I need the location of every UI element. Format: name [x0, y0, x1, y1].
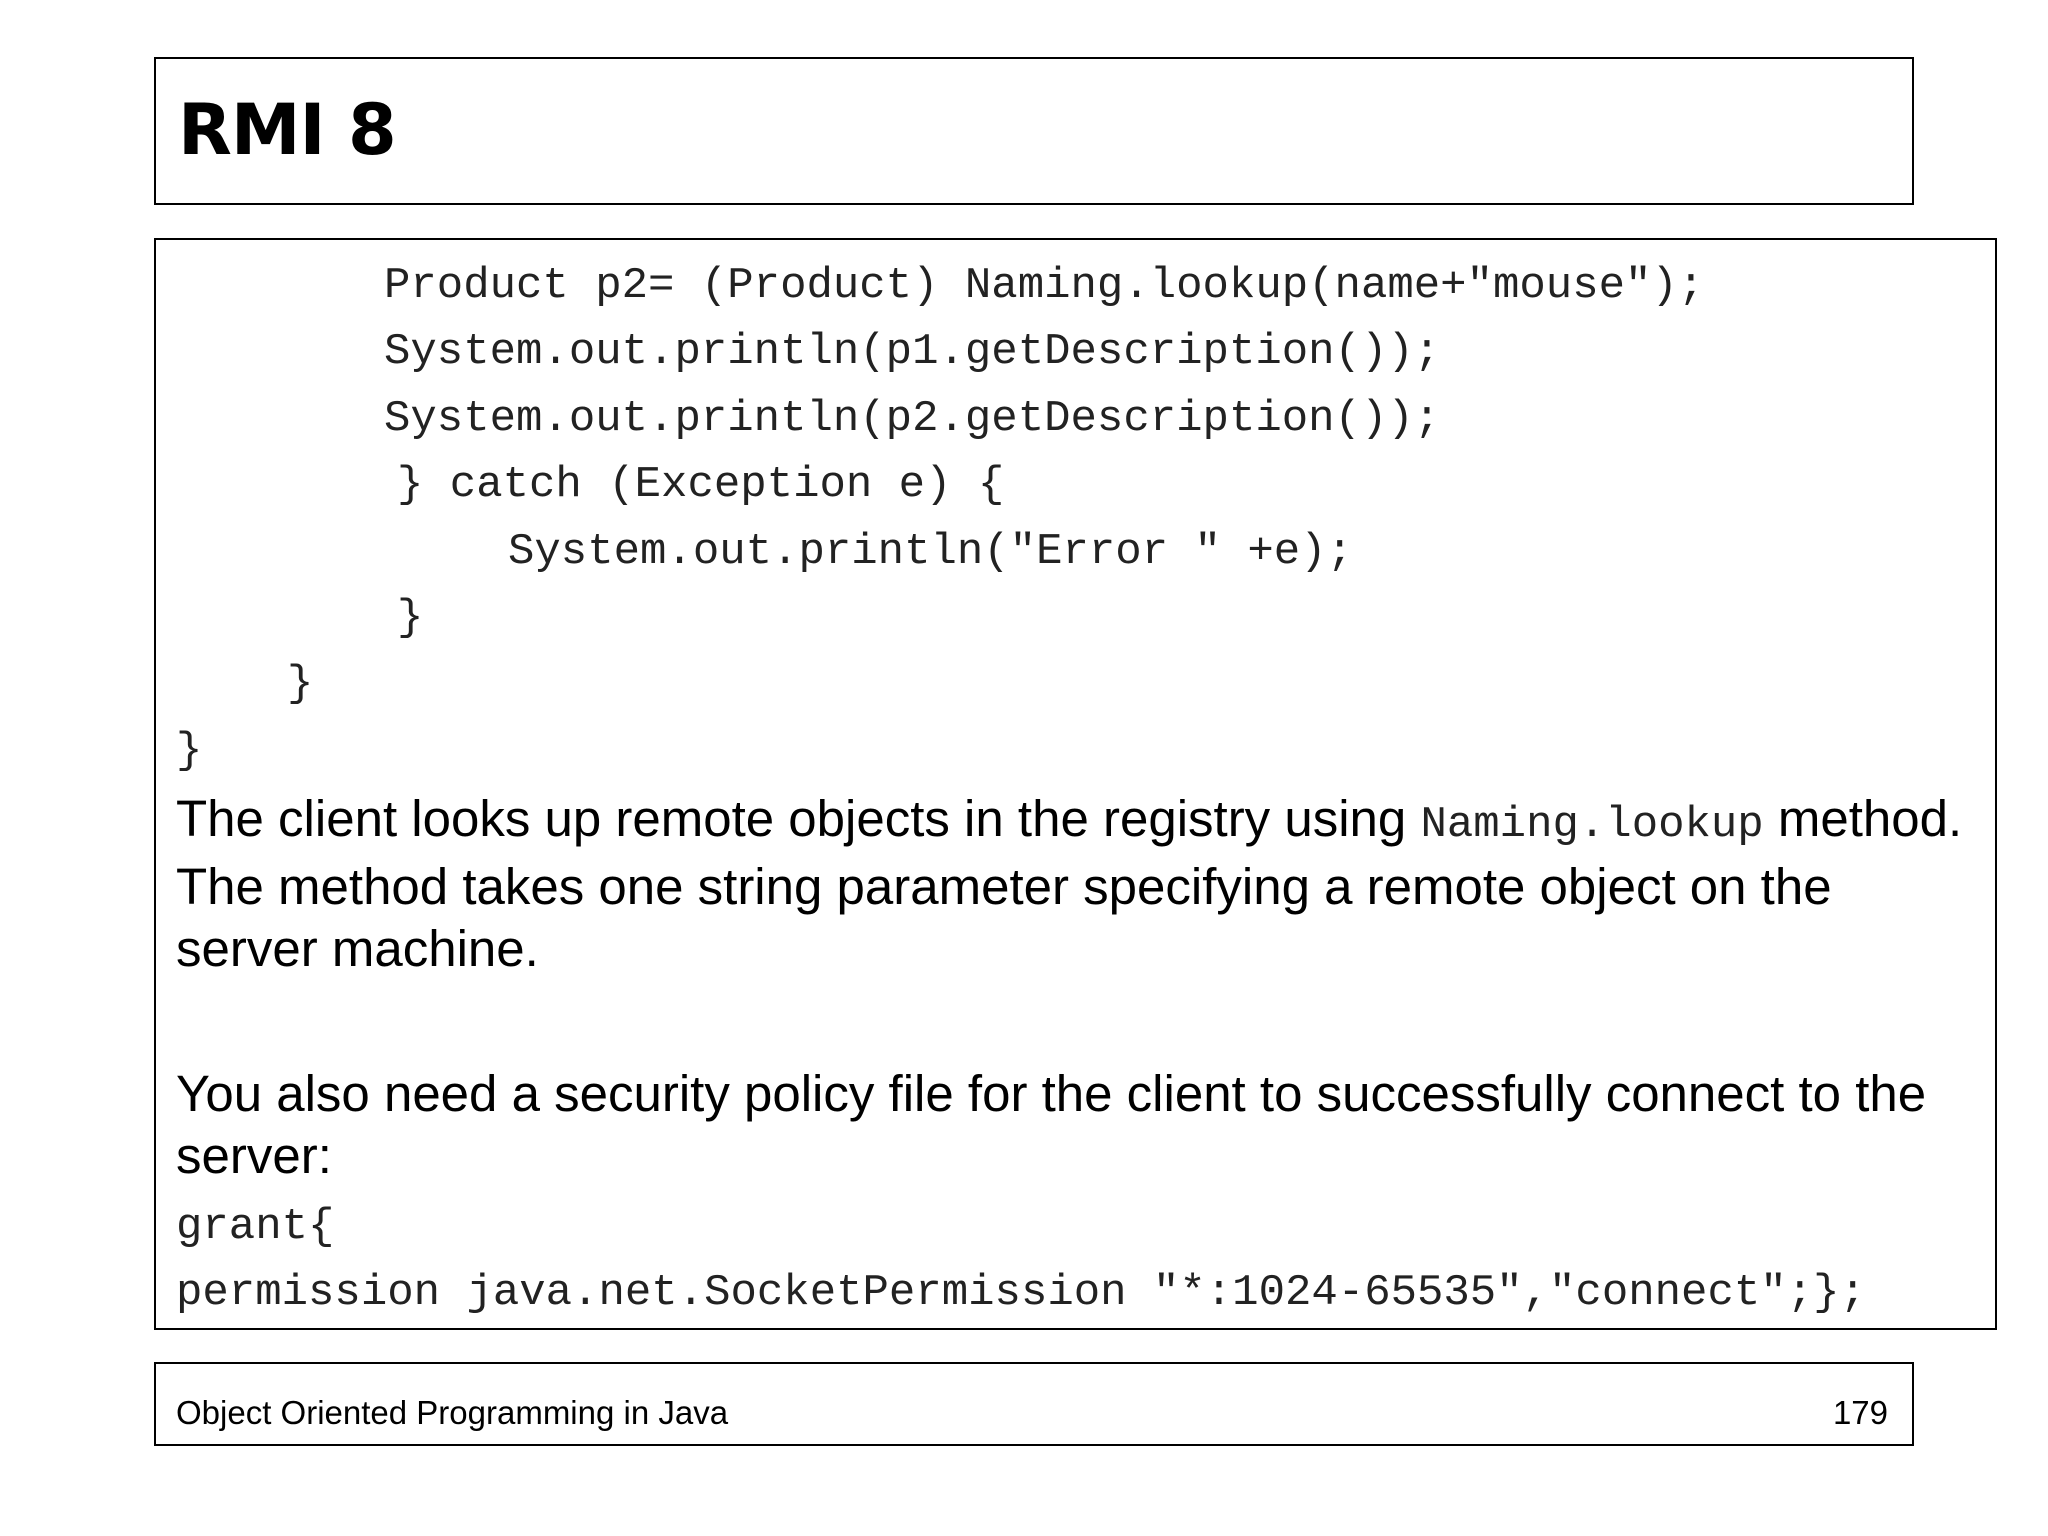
code-line: }	[397, 593, 424, 643]
page-number: 179	[1832, 1394, 1888, 1431]
paragraph-text: The client looks up remote objects in th…	[176, 790, 1421, 847]
inline-code: Naming.lookup	[1420, 800, 1764, 850]
code-line: }	[287, 659, 314, 709]
policy-code-line: grant{	[176, 1202, 335, 1252]
policy-code-line: permission java.net.SocketPermission "*:…	[176, 1268, 1866, 1318]
code-line: System.out.println(p1.getDescription());	[384, 327, 1441, 377]
footer-course-title: Object Oriented Programming in Java	[176, 1394, 729, 1431]
code-line: } catch (Exception e) {	[397, 460, 1005, 510]
paragraph-text: method. The method takes one string para…	[176, 790, 1963, 977]
slide-title: RMI 8	[178, 89, 397, 171]
code-line: System.out.println("Error " +e);	[508, 527, 1353, 577]
code-line: System.out.println(p2.getDescription());	[384, 394, 1441, 444]
policy-paragraph: You also need a security policy file for…	[176, 1065, 1927, 1184]
content-box: Product p2= (Product) Naming.lookup(name…	[154, 238, 1997, 1330]
title-box: RMI 8	[154, 57, 1914, 205]
code-line: }	[176, 726, 203, 776]
footer: Object Oriented Programming in Java 179	[154, 1362, 1914, 1446]
explanation-paragraph: The client looks up remote objects in th…	[176, 788, 1976, 980]
code-line: Product p2= (Product) Naming.lookup(name…	[384, 261, 1705, 311]
